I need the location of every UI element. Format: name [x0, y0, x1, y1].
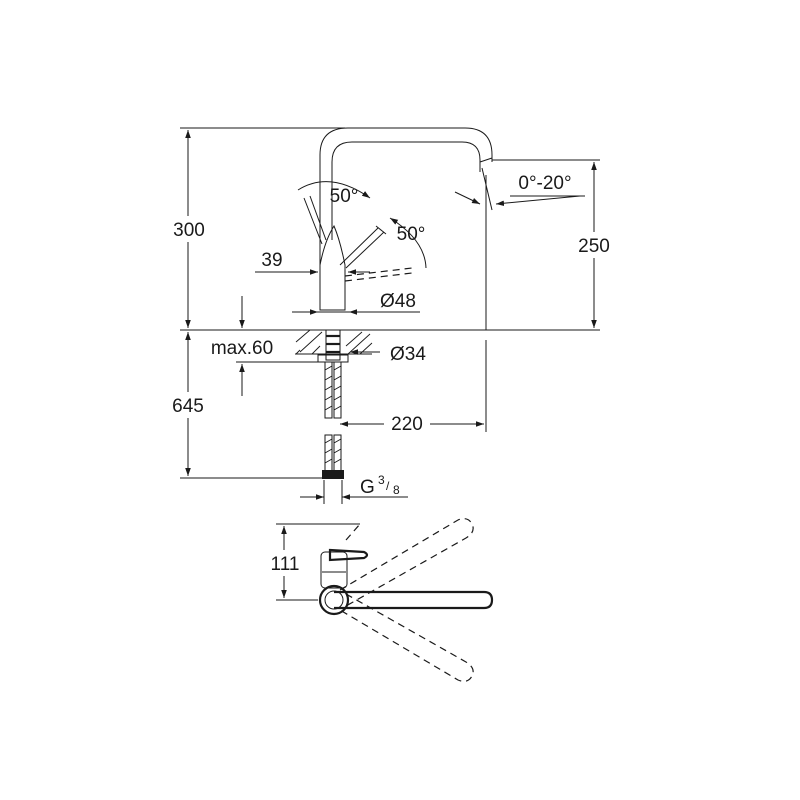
dim-label-max-thickness: max.60	[211, 338, 273, 359]
swivel-arrow-right	[495, 195, 581, 207]
lever-tilted	[339, 225, 387, 269]
spout-base-circle	[318, 584, 350, 616]
dim-label-hole-diameter: Ø34	[390, 344, 426, 365]
side-view: 300 645 250 0°-20°	[165, 127, 618, 504]
dim-label-body-diameter: Ø48	[380, 291, 416, 312]
dim-label-thread-numerator: 3	[378, 473, 385, 487]
swivel-arrow-left	[454, 191, 481, 205]
mounting-nut	[317, 354, 349, 363]
lever-vertical	[303, 195, 327, 245]
lever-open-dashed	[344, 267, 413, 282]
supply-hoses	[322, 361, 344, 479]
lever-top	[328, 548, 369, 562]
body-top	[320, 551, 348, 589]
dim-label-thread-denominator: 8	[393, 483, 400, 497]
dim-label-250: 250	[578, 236, 610, 257]
dim-label-39: 39	[261, 250, 282, 271]
spout-nozzle-face	[479, 157, 493, 163]
dim-label-thread-prefix: G	[360, 477, 375, 498]
angle-arc-side	[389, 217, 427, 269]
dim-label-lever-angle-side: 50°	[397, 224, 426, 245]
top-view: 111	[262, 518, 494, 682]
dim-label-swivel-angle: 0°-20°	[518, 173, 571, 194]
faucet-body	[319, 224, 346, 311]
dim-label-645: 645	[172, 396, 204, 417]
dim-label-lever-angle-top: 50°	[330, 186, 359, 207]
spout-arm-center	[334, 590, 494, 610]
dim-label-300: 300	[173, 220, 205, 241]
spout-outline-inner	[331, 141, 481, 240]
lever-top-dashed	[345, 523, 361, 541]
countertop-hatch	[295, 329, 373, 355]
swivel-ref-line	[481, 167, 493, 211]
dim-label-111: 111	[271, 554, 300, 575]
dim-label-220: 220	[391, 414, 423, 435]
angle-arc-top	[297, 181, 371, 199]
spout-outline-outer	[319, 127, 493, 310]
dim-label-thread-slash: /	[386, 479, 390, 493]
